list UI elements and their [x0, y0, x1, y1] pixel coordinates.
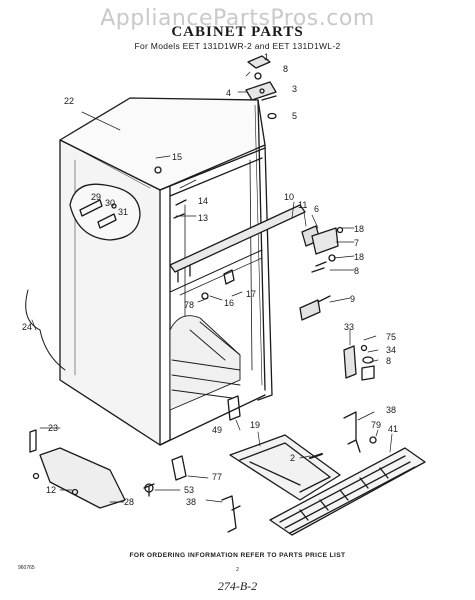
callout-5: 5: [292, 111, 297, 121]
callout-10: 10: [284, 192, 294, 202]
callout-9: 9: [350, 294, 355, 304]
page-number: 2: [236, 567, 239, 573]
callout-75: 75: [386, 332, 396, 342]
part-17: [223, 269, 235, 285]
callout-16: 16: [224, 298, 234, 308]
bracket-38-bottom: [221, 495, 241, 533]
callout-34: 34: [386, 345, 396, 355]
callout-38-top: 38: [386, 405, 396, 415]
callout-22: 22: [64, 96, 74, 106]
watermark-text: AppliancePartsPros.com: [100, 6, 375, 31]
handwritten-reference: 274-B-2: [217, 579, 258, 593]
bracket-38-top: [343, 411, 361, 453]
document-code: 960765: [18, 565, 35, 571]
callout-38-bottom: 38: [186, 497, 196, 507]
callout-18-bottom: 18: [354, 252, 364, 262]
callout-23: 23: [48, 423, 58, 433]
callout-12: 12: [46, 485, 56, 495]
lower-hinge-parts: [343, 344, 375, 381]
hinge-parts-middle: [301, 225, 344, 273]
base-rail-left: [29, 429, 126, 509]
callout-8-top: 8: [283, 64, 288, 74]
callout-1: 1: [264, 52, 269, 62]
callout-11: 11: [298, 200, 307, 210]
callout-14: 14: [198, 196, 208, 206]
lower-liner: [169, 315, 241, 411]
part-49: [227, 395, 241, 421]
ordering-note: FOR ORDERING INFORMATION REFER TO PARTS …: [129, 552, 346, 559]
part-14: [175, 199, 187, 206]
callout-28: 28: [124, 497, 134, 507]
callout-78: 78: [184, 300, 194, 310]
callout-77: 77: [212, 472, 222, 482]
callout-2: 2: [290, 453, 295, 463]
callout-17: 17: [246, 289, 256, 299]
callout-7: 7: [354, 238, 359, 248]
callout-18-top: 18: [354, 224, 364, 234]
callout-79: 79: [371, 420, 381, 430]
callout-30: 30: [105, 198, 115, 208]
hinge-parts-top: [245, 55, 277, 120]
part-15: [154, 166, 162, 174]
drawer-assembly: [229, 434, 341, 501]
power-cord: [25, 289, 66, 371]
part-79: [369, 436, 377, 444]
callout-41: 41: [388, 424, 398, 434]
part-2: [309, 453, 323, 459]
callout-33: 33: [344, 322, 354, 332]
callout-8-lower: 8: [386, 356, 391, 366]
hinge-pin: [299, 295, 331, 321]
divider-rails: [169, 204, 306, 296]
callout-19: 19: [250, 420, 260, 430]
callout-49: 49: [212, 425, 222, 435]
callout-13: 13: [198, 213, 208, 223]
detail-inset: [69, 183, 141, 241]
callout-15: 15: [172, 152, 182, 162]
callout-8-middle: 8: [354, 266, 359, 276]
base-grille: [269, 447, 426, 536]
callout-31: 31: [118, 207, 128, 217]
callout-6: 6: [314, 204, 319, 214]
callout-24: 24: [22, 322, 32, 332]
part-77: [171, 455, 187, 481]
callout-29: 29: [91, 192, 101, 202]
callout-4: 4: [226, 88, 231, 98]
diagram-title: CABINET PARTS: [171, 24, 304, 40]
cabinet-shell: [59, 97, 273, 446]
callout-3: 3: [292, 84, 297, 94]
model-subtitle: For Models EET 131D1WR-2 and EET 131D1WL…: [134, 41, 341, 51]
leader-lines: [31, 71, 393, 503]
callout-53: 53: [184, 485, 194, 495]
